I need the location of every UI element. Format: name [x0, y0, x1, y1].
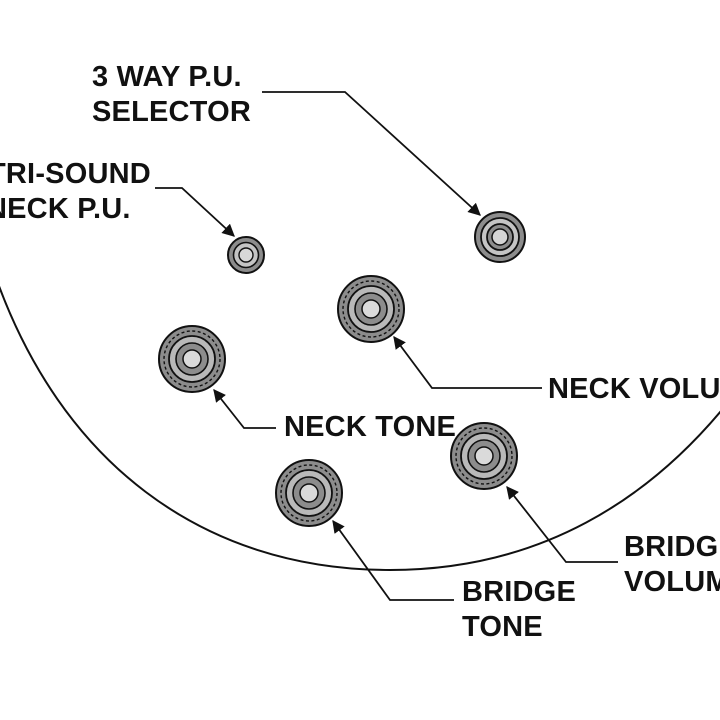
label-neck-volume: NECK VOLUME [548, 373, 720, 405]
label-bridge-volume-line2: VOLUME [624, 566, 720, 598]
leader-line-selector [262, 91, 481, 216]
label-trisound-line1: TRI-SOUND [0, 158, 151, 190]
pickup-selector-switch [474, 211, 526, 263]
neck-tone-knob [158, 325, 226, 393]
bridge-volume-knob [450, 422, 518, 490]
label-selector-line1: 3 WAY P.U. [92, 61, 242, 93]
label-bridge-volume-line1: BRIDGE [624, 531, 720, 563]
guitar-body-outline [0, 285, 720, 572]
label-trisound-line2: NECK P.U. [0, 193, 131, 225]
trisound-switch [227, 236, 265, 274]
leader-line-neck-tone [213, 389, 276, 429]
leader-line-trisound [155, 187, 235, 237]
leader-line-neck-volume [393, 335, 542, 389]
label-bridge-tone-line2: TONE [462, 611, 543, 643]
label-neck-tone: NECK TONE [284, 411, 456, 443]
neck-volume-knob [337, 275, 405, 343]
bridge-tone-knob [275, 459, 343, 527]
leader-line-bridge-volume [506, 486, 618, 563]
leader-line-bridge-tone [332, 519, 454, 601]
label-selector-line2: SELECTOR [92, 96, 251, 128]
label-bridge-tone-line1: BRIDGE [462, 576, 576, 608]
